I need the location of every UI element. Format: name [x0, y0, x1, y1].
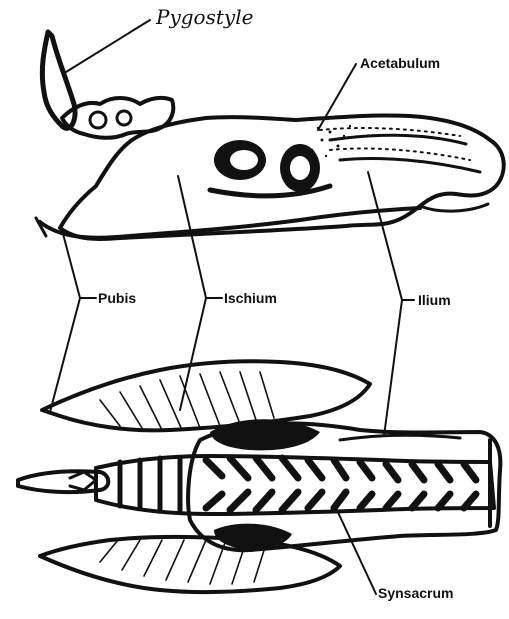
ventral-pelvis-drawing	[18, 361, 500, 592]
label-synsacrum: Synsacrum	[378, 585, 453, 601]
label-ischium: Ischium	[224, 290, 277, 306]
label-pygostyle: Pygostyle	[155, 5, 253, 29]
label-ilium: Ilium	[418, 292, 451, 308]
pygostyle-leader	[66, 20, 150, 72]
label-acetabulum: Acetabulum	[360, 55, 440, 71]
ilium-shaft	[330, 135, 480, 172]
acetabulum-leader	[318, 64, 356, 130]
ventral-upper-wing	[42, 361, 370, 430]
synsacrum-leader	[336, 508, 376, 594]
label-pubis: Pubis	[98, 290, 136, 306]
vertebral-column	[96, 456, 494, 514]
pubis-leader	[50, 230, 96, 412]
pygostyle-bone	[42, 32, 75, 128]
